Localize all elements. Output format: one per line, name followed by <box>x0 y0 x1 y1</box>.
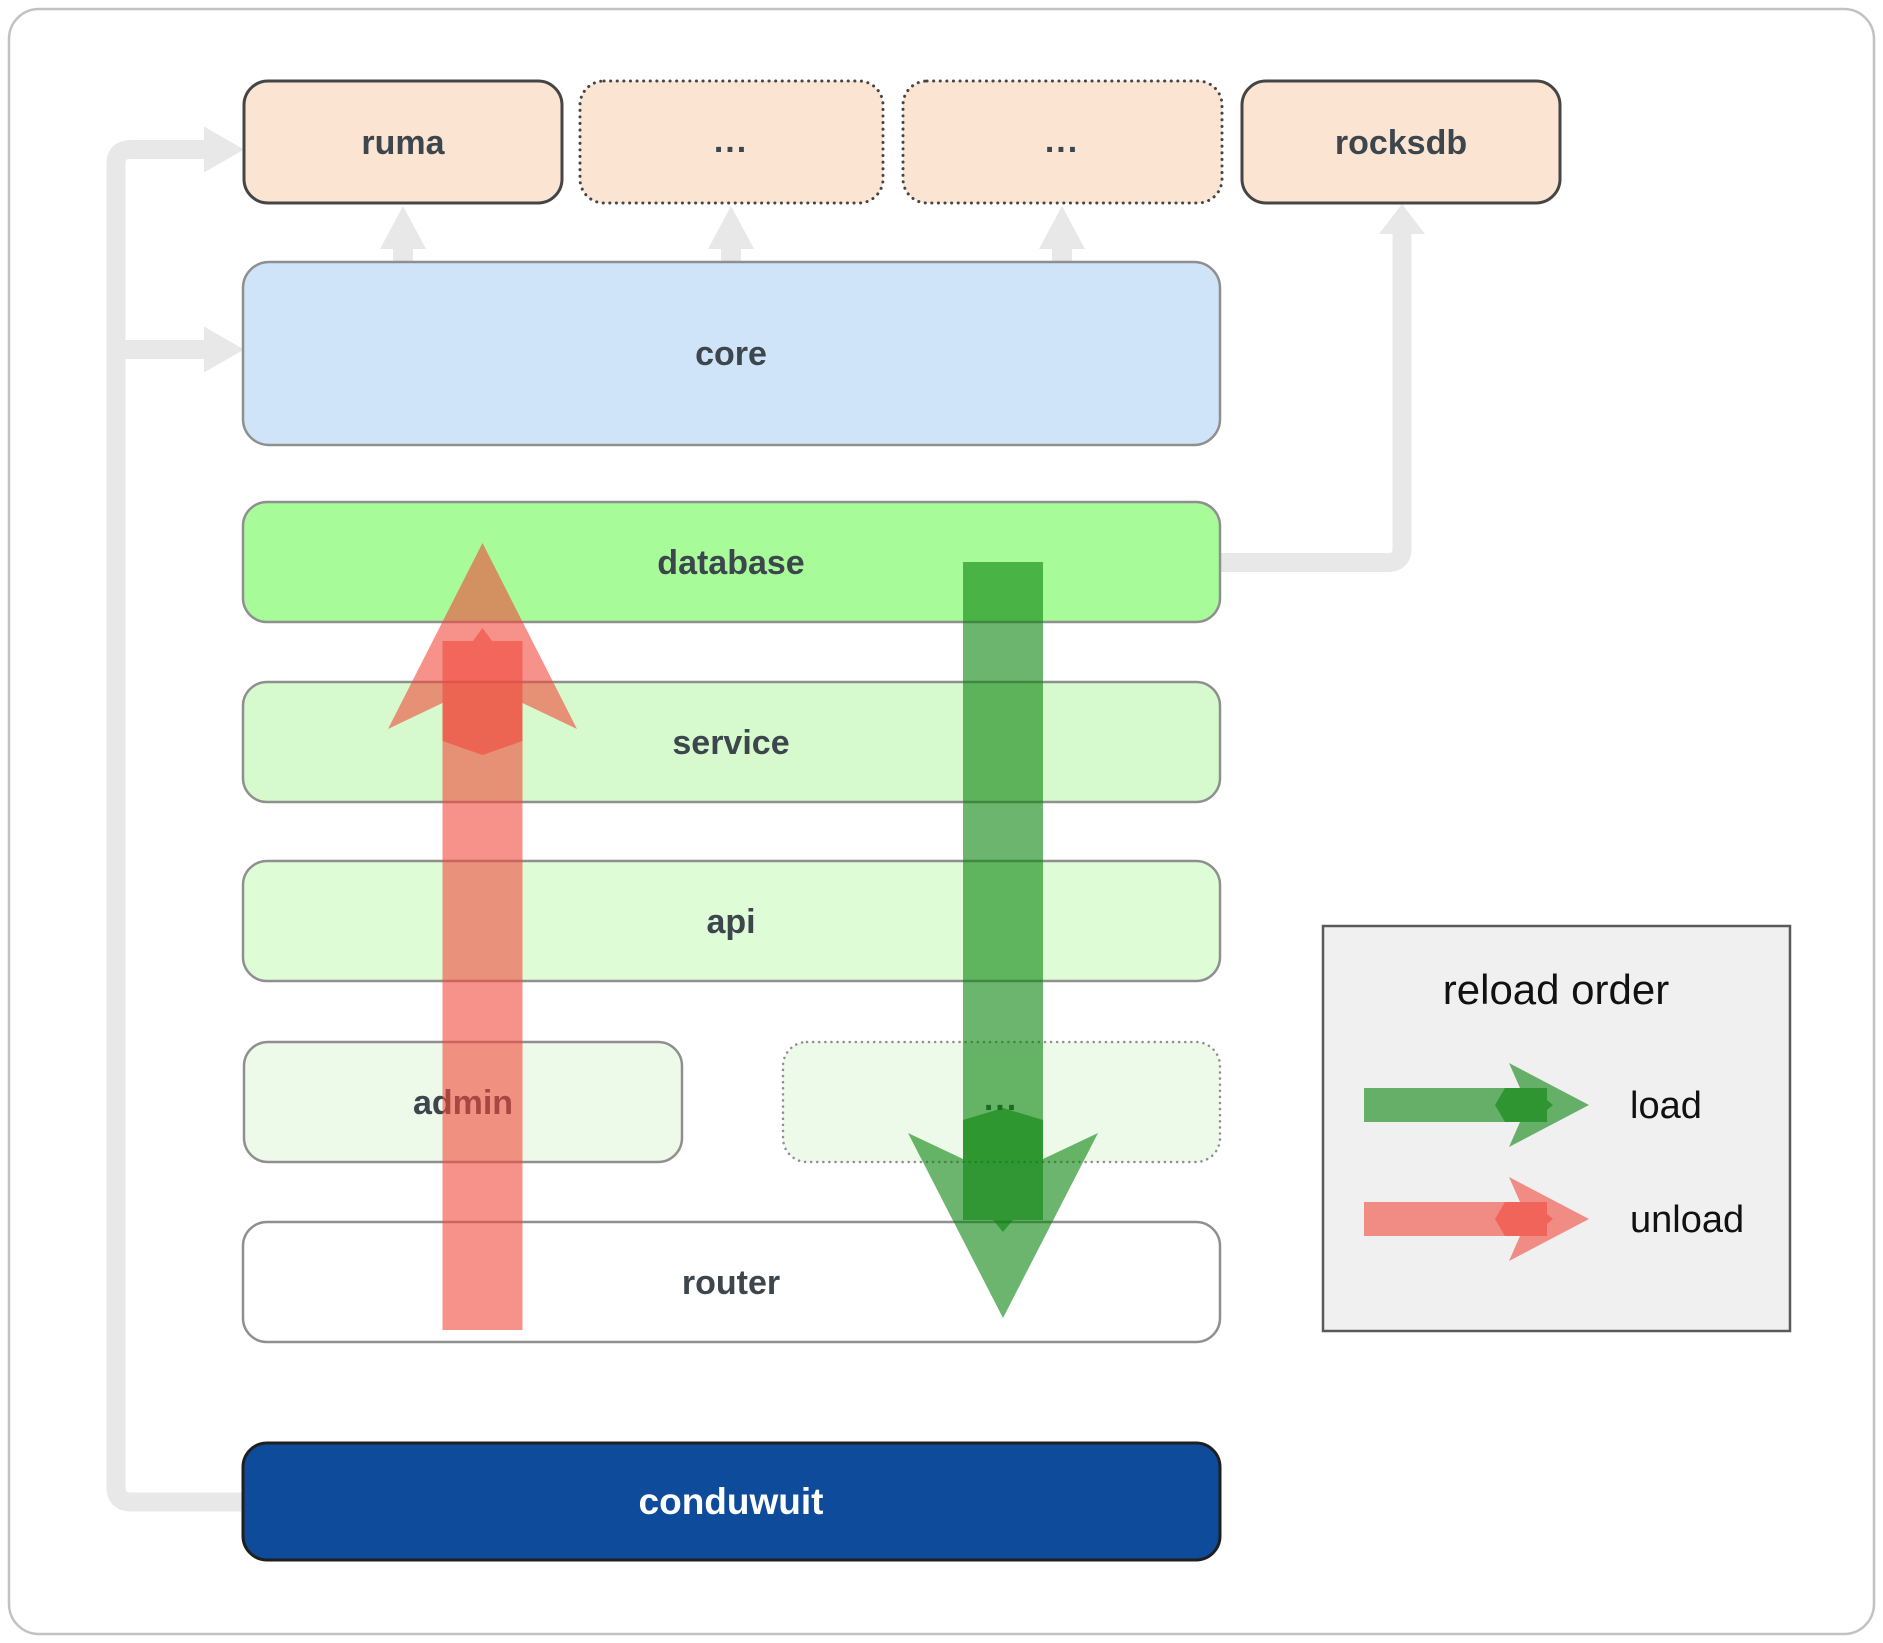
unload-arrow-icon <box>388 543 577 1330</box>
node-router-label: router <box>682 1264 780 1302</box>
node-conduwuit-label: conduwuit <box>639 1481 824 1522</box>
node-rocksdb <box>1240 79 1562 205</box>
node-core <box>241 260 1222 447</box>
node-core-label: core <box>695 335 767 373</box>
node-conduwuit <box>241 1441 1222 1562</box>
node-api-label: api <box>706 903 755 941</box>
node-dots-top-left-label: ... <box>714 122 748 160</box>
node-database-label: database <box>657 544 804 582</box>
connector-database-to-rocksdb <box>1220 233 1412 572</box>
node-service-label: service <box>672 724 789 762</box>
node-ruma-label: ruma <box>361 124 445 162</box>
node-rocksdb-label: rocksdb <box>1335 124 1467 162</box>
legend-load-label: load <box>1630 1085 1702 1127</box>
connector-conduwuit-to-ruma <box>106 140 244 1512</box>
node-dots-top-left <box>578 79 885 205</box>
node-dots-top-right-label: ... <box>1045 122 1079 160</box>
legend-unload-arrow-icon <box>1364 1177 1589 1261</box>
legend-unload-label: unload <box>1630 1199 1744 1241</box>
legend-load-arrow-icon <box>1364 1063 1589 1147</box>
arrowhead-into-rocksdb-icon <box>1379 204 1425 234</box>
node-ruma <box>242 79 564 205</box>
load-arrow-icon <box>908 562 1098 1318</box>
legend: reload order load unload <box>1321 924 1792 1333</box>
page-border <box>7 7 1876 1636</box>
legend-title: reload order <box>1443 966 1669 1013</box>
arrowhead-into-core-icon <box>204 326 244 373</box>
legend-box <box>1321 924 1792 1333</box>
arrowhead-into-ruma-icon <box>204 126 244 173</box>
node-dots-top-right <box>901 79 1224 205</box>
